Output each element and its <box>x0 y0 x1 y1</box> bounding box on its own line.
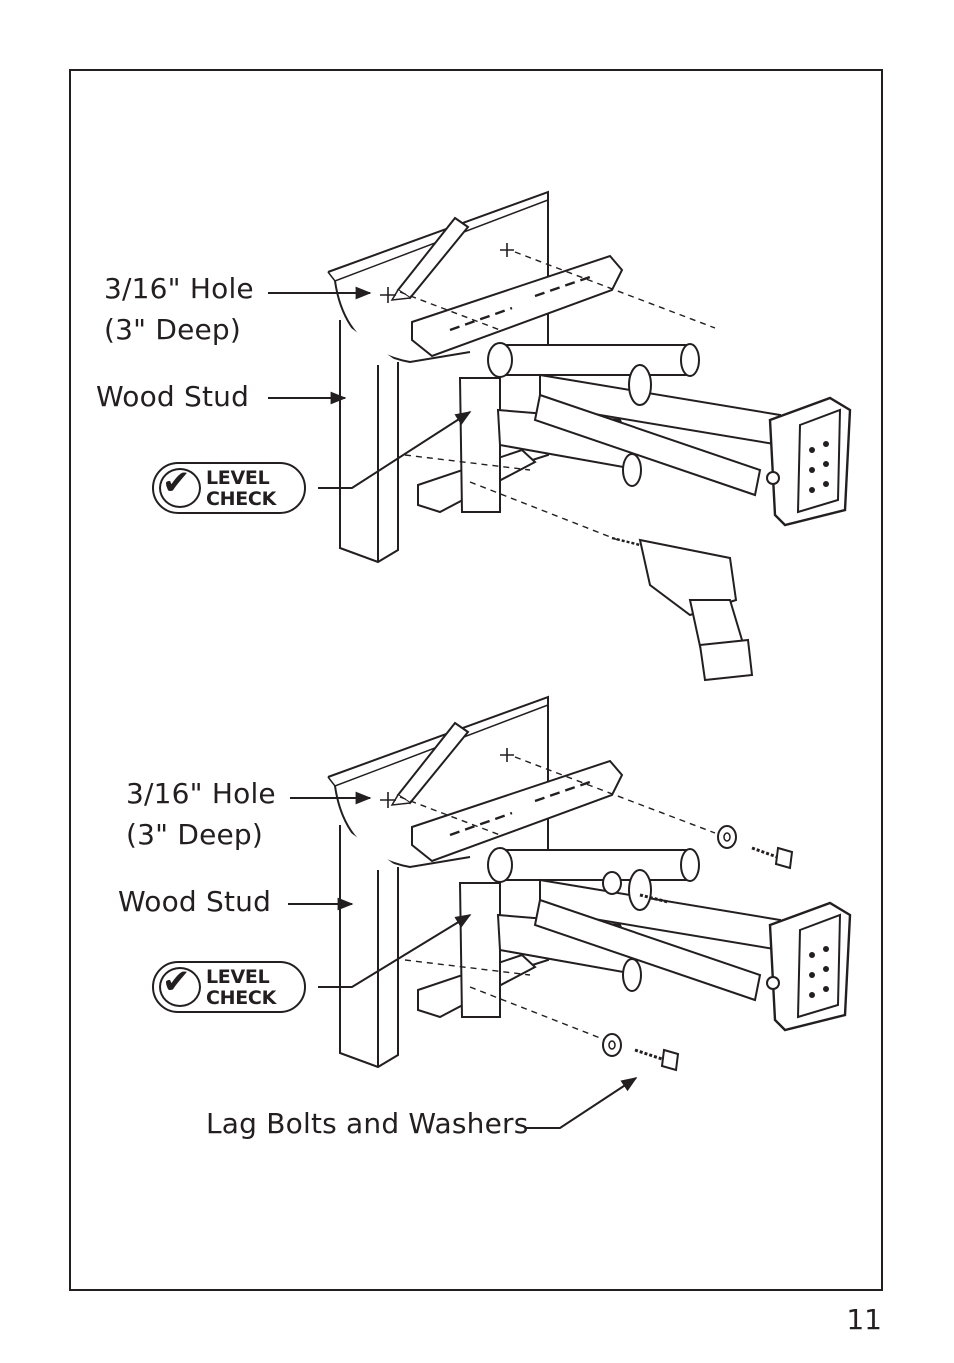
depth-label-2: (3" Deep) <box>126 818 264 851</box>
lag-bolts-label: Lag Bolts and Washers <box>206 1107 529 1140</box>
checkmark-icon: ✔ <box>162 962 191 1002</box>
stud-label-1: Wood Stud <box>96 380 250 413</box>
level-check-badge-2: ✔ LEVEL CHECK <box>152 961 306 1013</box>
check-circle-icon <box>159 967 201 1007</box>
drill-icon <box>611 536 754 682</box>
stud-label-2: Wood Stud <box>118 885 272 918</box>
mount-assembly-1 <box>326 190 852 564</box>
badge-line2: CHECK <box>206 987 276 1009</box>
check-circle-icon <box>159 468 201 508</box>
badge-line1: LEVEL <box>206 467 270 489</box>
mount-assembly-2 <box>326 695 852 1069</box>
page-number: 11 <box>846 1303 882 1336</box>
badge-line1: LEVEL <box>206 966 270 988</box>
depth-label-1: (3" Deep) <box>104 313 242 346</box>
badge-line2: CHECK <box>206 488 276 510</box>
lag-bolt-icon <box>602 825 794 1072</box>
hole-label-1: 3/16" Hole <box>104 272 254 305</box>
level-check-badge-1: ✔ LEVEL CHECK <box>152 462 306 514</box>
page-frame <box>69 69 883 1291</box>
hole-label-2: 3/16" Hole <box>126 777 276 810</box>
checkmark-icon: ✔ <box>162 463 191 503</box>
